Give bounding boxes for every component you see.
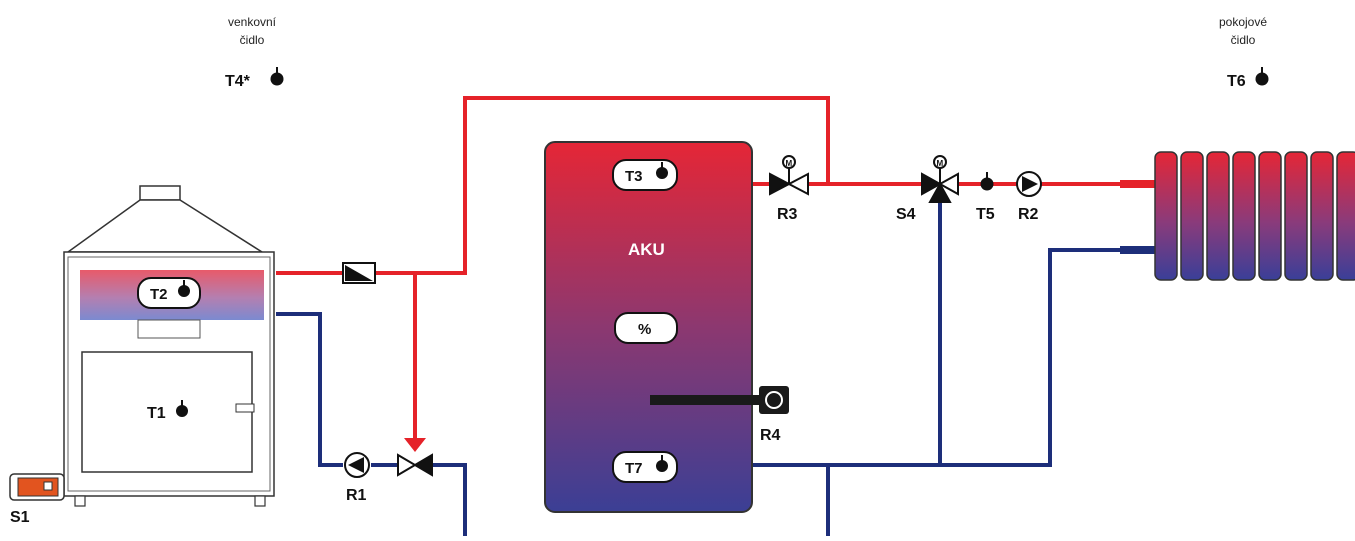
boiler-flue — [139, 185, 181, 201]
valve-icon — [921, 172, 943, 196]
r2-label: R2 — [1018, 206, 1039, 223]
mixing-valve — [397, 453, 433, 477]
t3-label: T3 — [625, 168, 643, 185]
motor-icon — [782, 155, 796, 169]
valve-icon — [769, 172, 792, 196]
tank-label: AKU — [628, 240, 665, 259]
r3-label: R3 — [777, 206, 798, 223]
outdoor-sensor-code: T4* — [225, 73, 251, 90]
motor-icon — [933, 155, 947, 169]
valve-icon — [397, 453, 417, 477]
percent-indicator: % — [614, 312, 678, 344]
svg-text:M: M — [937, 159, 944, 168]
outdoor-sensor-line2: čidlo — [240, 33, 265, 47]
r3-valve: M — [769, 155, 809, 196]
cold-pipes — [276, 198, 1120, 536]
s4-valve: M — [921, 155, 959, 203]
t2-sensor: T2 — [137, 277, 201, 309]
s1-burner — [9, 473, 65, 501]
radiator — [1120, 151, 1355, 281]
boiler — [63, 185, 275, 507]
temperature-sensor-icon — [1255, 67, 1269, 86]
room-sensor-code: T6 — [1227, 73, 1246, 90]
s4-label: S4 — [896, 206, 916, 223]
outdoor-sensor: venkovní čidlo T4* — [225, 15, 284, 90]
check-valve-icon — [342, 262, 376, 284]
boiler-door — [81, 351, 253, 473]
electric-heater-icon — [650, 395, 760, 405]
t1-label: T1 — [147, 405, 166, 422]
boiler-hood — [65, 199, 265, 253]
temperature-sensor-icon — [980, 172, 994, 191]
t3-sensor: T3 — [612, 159, 678, 191]
svg-text:M: M — [786, 159, 793, 168]
temperature-sensor-icon — [656, 162, 668, 179]
t7-sensor: T7 — [612, 451, 678, 483]
s1-label: S1 — [10, 509, 30, 526]
room-sensor-line1: pokojové — [1219, 15, 1267, 29]
r4-label: R4 — [760, 427, 781, 444]
room-sensor: pokojové čidlo T6 — [1219, 15, 1269, 90]
t7-label: T7 — [625, 460, 643, 477]
t2-label: T2 — [150, 286, 168, 303]
r4-heater — [650, 386, 789, 414]
temperature-sensor-icon — [178, 280, 190, 297]
outdoor-sensor-line1: venkovní — [228, 15, 277, 29]
r2-pump — [1016, 171, 1042, 197]
temperature-sensor-icon — [176, 400, 188, 417]
r1-label: R1 — [346, 487, 367, 504]
percent-label: % — [638, 321, 651, 338]
boiler-door-handle — [235, 403, 255, 413]
room-sensor-line2: čidlo — [1231, 33, 1256, 47]
temperature-sensor-icon — [656, 455, 668, 472]
r1-pump — [344, 452, 370, 478]
flow-arrow — [404, 438, 426, 452]
temperature-sensor-icon — [270, 67, 284, 86]
t5-label: T5 — [976, 206, 995, 223]
